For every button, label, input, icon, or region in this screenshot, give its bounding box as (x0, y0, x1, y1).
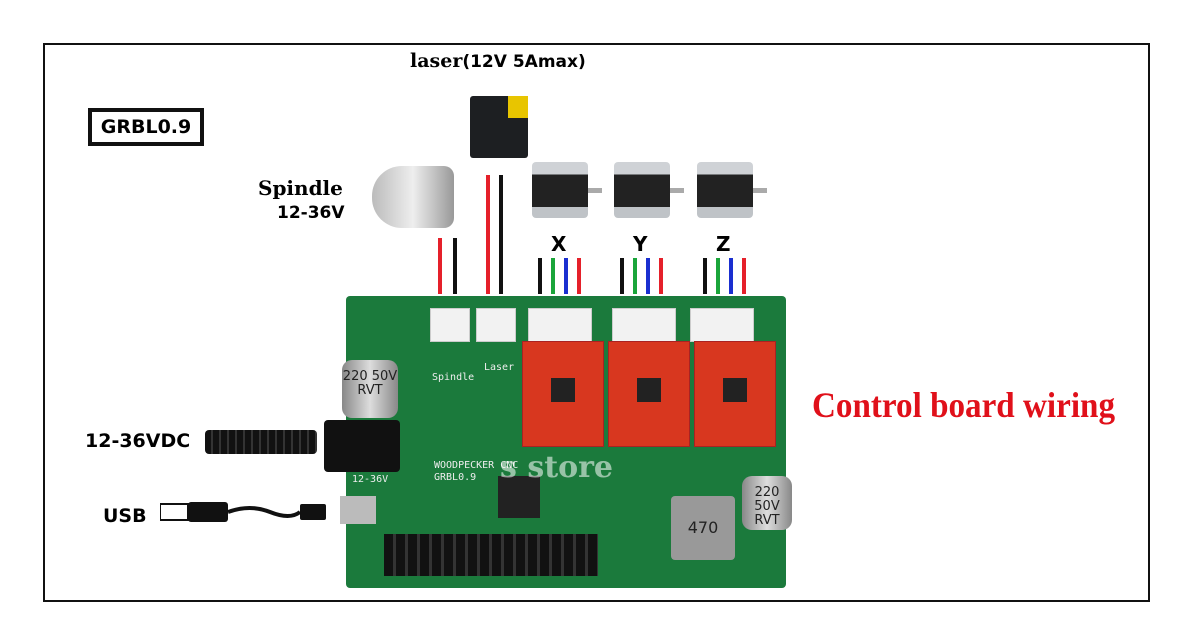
pin-header (384, 534, 598, 576)
usb-port (340, 496, 376, 524)
y-connector (612, 308, 676, 342)
inductor: 470 (671, 496, 735, 560)
z-wire (729, 258, 733, 294)
watermark: s store (500, 450, 613, 485)
silk-voltage: 12-36V (352, 474, 389, 485)
laser-wire-red (486, 175, 490, 294)
spindle-label: Spindle (258, 176, 343, 200)
stepper-z-image (697, 162, 767, 218)
y-wire (646, 258, 650, 294)
z-connector (690, 308, 754, 342)
y-wire (633, 258, 637, 294)
z-wire (716, 258, 720, 294)
x-wire (551, 258, 555, 294)
axis-y-label: Y (633, 232, 648, 256)
spindle-wire-red (438, 238, 442, 294)
capacitor-left: 220 50V RVT (342, 360, 398, 418)
mcu-chip (498, 476, 540, 518)
laser-wire-black (499, 175, 503, 294)
diagram-frame (43, 43, 1150, 602)
y-wire (620, 258, 624, 294)
axis-z-label: Z (716, 232, 731, 256)
laser-spec: (12V 5Amax) (462, 52, 586, 72)
usb-cable-image (160, 502, 326, 522)
axis-x-label: X (551, 232, 567, 256)
x-wire (538, 258, 542, 294)
x-connector (528, 308, 592, 342)
x-wire (564, 258, 568, 294)
grbl-badge: GRBL0.9 (88, 108, 204, 146)
dc-plug-image (205, 430, 317, 454)
y-driver (608, 341, 690, 447)
spindle-motor-image (372, 166, 454, 228)
z-wire (703, 258, 707, 294)
power-input-label: 12-36VDC (85, 430, 191, 452)
dc-jack (324, 420, 400, 472)
x-driver (522, 341, 604, 447)
spindle-voltage: 12-36V (277, 203, 345, 223)
y-wire (659, 258, 663, 294)
capacitor-right: 220 50V RVT (742, 476, 792, 530)
x-wire (577, 258, 581, 294)
silk-brand: WOODPECKER CNC (434, 460, 519, 471)
laser-name: laser (410, 50, 463, 72)
laser-label: laser(12V 5Amax) (410, 50, 586, 72)
silk-firmware: GRBL0.9 (434, 472, 477, 483)
stepper-y-image (614, 162, 684, 218)
spindle-connector (430, 308, 470, 342)
usb-label: USB (103, 505, 147, 527)
laser-module-image (470, 96, 528, 158)
control-board-image: Spindle Laser 220 50V RVT WOODPECKER CNC… (324, 296, 792, 588)
silk-spindle: Spindle (432, 372, 475, 383)
spindle-wire-black (453, 238, 457, 294)
diagram-title: Control board wiring (812, 385, 1116, 425)
laser-connector (476, 308, 516, 342)
stepper-x-image (532, 162, 602, 218)
z-wire (742, 258, 746, 294)
z-driver (694, 341, 776, 447)
silk-laser: Laser (484, 362, 515, 373)
